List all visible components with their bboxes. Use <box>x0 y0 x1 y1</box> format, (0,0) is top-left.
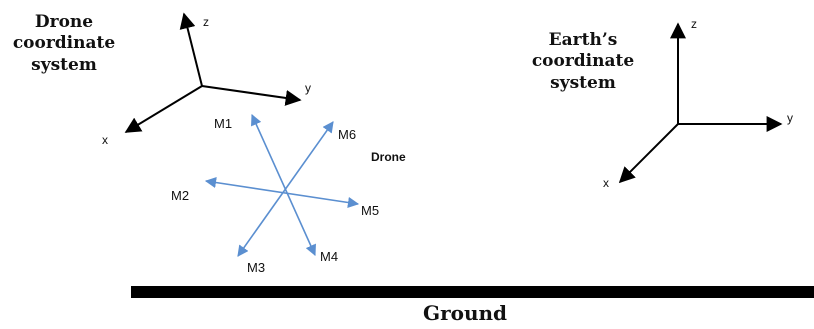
earth-z-label: z <box>691 17 697 31</box>
earth-x-label: x <box>603 176 609 190</box>
drone-title-line-3: system <box>31 54 97 75</box>
earth-y-label: y <box>787 111 793 125</box>
earth-title-line-3: system <box>550 72 616 93</box>
drone-x-label: x <box>102 133 108 147</box>
drone-y-axis <box>201 85 302 106</box>
drone-z-axis <box>179 12 203 87</box>
earth-x-axis <box>618 123 679 184</box>
motor-axis-m2-m5 <box>204 176 360 209</box>
earth-title-line-2: coordinate <box>531 51 635 72</box>
motor-label-m1: M1 <box>214 116 232 131</box>
motor-axis-m1-m4 <box>251 113 316 257</box>
ground-bar <box>131 286 814 298</box>
motor-label-m4: M4 <box>320 249 338 264</box>
drone-label: Drone <box>371 150 406 164</box>
drone-z-label: z <box>203 15 209 29</box>
motor-label-m2: M2 <box>171 188 189 203</box>
ground-label: Ground <box>422 301 508 325</box>
drone-title-line-1: Drone <box>34 12 94 32</box>
drone-y-label: y <box>305 81 311 95</box>
drone-coordinate-axes: z y x <box>102 12 311 147</box>
drone-motor-arms: M1 M2 M3 M4 M5 M6 Drone <box>171 113 406 275</box>
earth-title-line-1: Earth’s <box>548 30 618 50</box>
motor-label-m3: M3 <box>247 260 265 275</box>
motor-label-m6: M6 <box>338 127 356 142</box>
drone-x-axis <box>124 85 203 133</box>
earth-coordinate-axes: z y x <box>603 17 793 190</box>
motor-axis-m3-m6 <box>237 121 334 257</box>
motor-label-m5: M5 <box>361 203 379 218</box>
drone-coordinate-system-title: Drone coordinate system <box>0 12 128 76</box>
drone-title-line-2: coordinate <box>12 33 116 54</box>
earth-coordinate-system-title: Earth’s coordinate system <box>524 30 642 94</box>
